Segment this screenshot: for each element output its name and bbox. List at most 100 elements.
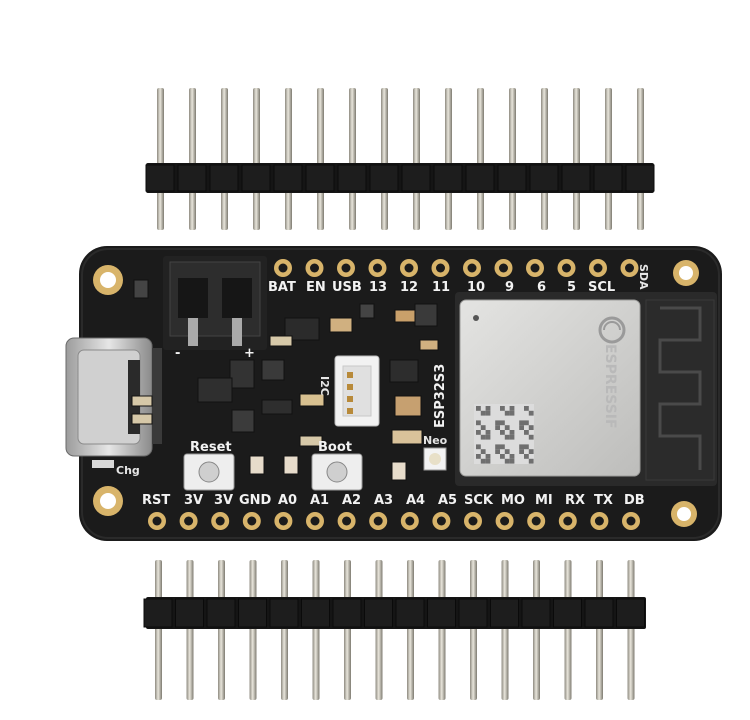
pin-label-a3: A3 bbox=[374, 493, 393, 508]
qr-cell bbox=[504, 458, 510, 464]
reset-button[interactable]: Reset bbox=[183, 440, 235, 491]
pin-label-mo: MO bbox=[501, 493, 525, 508]
pin-label-mi: MI bbox=[535, 493, 553, 508]
pin-label-rst: RST bbox=[142, 493, 170, 508]
pad bbox=[557, 259, 576, 277]
pad bbox=[211, 512, 230, 530]
qr-cell bbox=[480, 410, 486, 416]
pad bbox=[179, 512, 198, 530]
qr-cell bbox=[519, 449, 524, 454]
top-header-body bbox=[146, 163, 654, 193]
smd-part bbox=[131, 413, 153, 425]
header-segment bbox=[529, 164, 559, 192]
qr-cell bbox=[509, 410, 515, 416]
qr-cell bbox=[480, 449, 486, 454]
header-pin bbox=[596, 560, 603, 700]
top-header-pins bbox=[157, 88, 644, 230]
header-segment bbox=[553, 598, 582, 628]
header-segment bbox=[490, 598, 519, 628]
qr-cell bbox=[495, 425, 500, 430]
smd-part bbox=[229, 359, 255, 389]
pin-label-6: 6 bbox=[537, 280, 546, 295]
pad bbox=[590, 512, 609, 530]
header-segment bbox=[301, 598, 330, 628]
pin-label-tx: TX bbox=[594, 493, 613, 508]
pad bbox=[400, 259, 418, 277]
pad bbox=[463, 259, 481, 277]
header-segment bbox=[273, 164, 303, 192]
stemma-qt-connector: I2C bbox=[318, 355, 380, 427]
header-segment bbox=[521, 598, 551, 628]
espressif-logo-icon bbox=[598, 316, 626, 344]
smd-part bbox=[414, 303, 438, 327]
header-segment bbox=[401, 164, 431, 192]
pin-label-db: DB bbox=[624, 493, 645, 508]
header-pin bbox=[375, 560, 383, 700]
qr-cell bbox=[528, 449, 534, 454]
charge-led: Chg bbox=[92, 460, 140, 477]
pad bbox=[620, 259, 639, 277]
header-pin bbox=[564, 560, 572, 700]
boot-label: Boot bbox=[318, 440, 352, 455]
header-segment bbox=[238, 598, 267, 628]
boot-button[interactable]: Boot bbox=[311, 440, 363, 491]
pad bbox=[400, 512, 419, 530]
antenna-trace bbox=[658, 306, 702, 470]
chip-label: ESP32S3 bbox=[433, 364, 448, 428]
neopixel-led: Neo bbox=[423, 434, 448, 471]
header-pin bbox=[249, 560, 257, 700]
mounting-hole-top-left bbox=[93, 265, 123, 295]
pin-label-a4: A4 bbox=[406, 493, 425, 508]
pad bbox=[337, 512, 356, 530]
pad bbox=[526, 259, 544, 277]
qr-cell bbox=[476, 420, 481, 426]
smd-part bbox=[329, 317, 353, 333]
header-pin bbox=[477, 88, 484, 230]
header-pin bbox=[218, 560, 225, 700]
smd-part bbox=[231, 409, 255, 433]
header-segment bbox=[369, 164, 399, 192]
esp32s3-module: ESPRESSIF bbox=[455, 292, 717, 486]
pad bbox=[495, 512, 514, 530]
pin-label-3v-a: 3V bbox=[184, 493, 203, 508]
qr-cell bbox=[504, 410, 510, 416]
header-pin bbox=[189, 88, 196, 230]
header-pin bbox=[509, 88, 516, 230]
smd-part bbox=[269, 335, 293, 347]
pin-label-12: 12 bbox=[400, 280, 418, 295]
pad bbox=[337, 259, 355, 277]
qr-cell bbox=[485, 454, 491, 459]
smd-part bbox=[394, 395, 422, 417]
qr-cell bbox=[519, 425, 524, 430]
qr-cell bbox=[485, 430, 491, 435]
smd-part bbox=[283, 455, 299, 475]
qr-cell bbox=[476, 444, 481, 450]
header-pin bbox=[344, 560, 351, 700]
bottom-pad-row bbox=[148, 512, 640, 530]
bottom-pin-labels: RST 3V 3V GND A0 A1 A2 A3 A4 A5 SCK MO M… bbox=[142, 493, 645, 508]
header-segment bbox=[145, 164, 175, 192]
qr-cell bbox=[528, 434, 534, 440]
header-segment bbox=[175, 598, 204, 628]
qr-cell bbox=[500, 406, 505, 411]
header-pin bbox=[157, 88, 164, 230]
smd-part bbox=[299, 435, 323, 447]
pad bbox=[305, 259, 324, 277]
pad bbox=[431, 259, 450, 277]
mounting-hole-bottom-right bbox=[671, 501, 697, 527]
smd-part bbox=[394, 309, 418, 323]
pin-label-rx: RX bbox=[565, 493, 585, 508]
qr-cell bbox=[509, 406, 515, 411]
header-pin bbox=[155, 560, 162, 700]
battery-minus-label: - bbox=[175, 346, 180, 361]
header-segment bbox=[337, 164, 367, 192]
pin-label-5: 5 bbox=[567, 280, 576, 295]
pin-label-13: 13 bbox=[369, 280, 387, 295]
qr-cell bbox=[485, 434, 491, 440]
smd-part bbox=[359, 303, 375, 319]
smd-part bbox=[133, 279, 149, 299]
header-segment bbox=[332, 598, 362, 628]
mounting-hole-top-right bbox=[673, 260, 699, 286]
pad bbox=[368, 259, 387, 277]
